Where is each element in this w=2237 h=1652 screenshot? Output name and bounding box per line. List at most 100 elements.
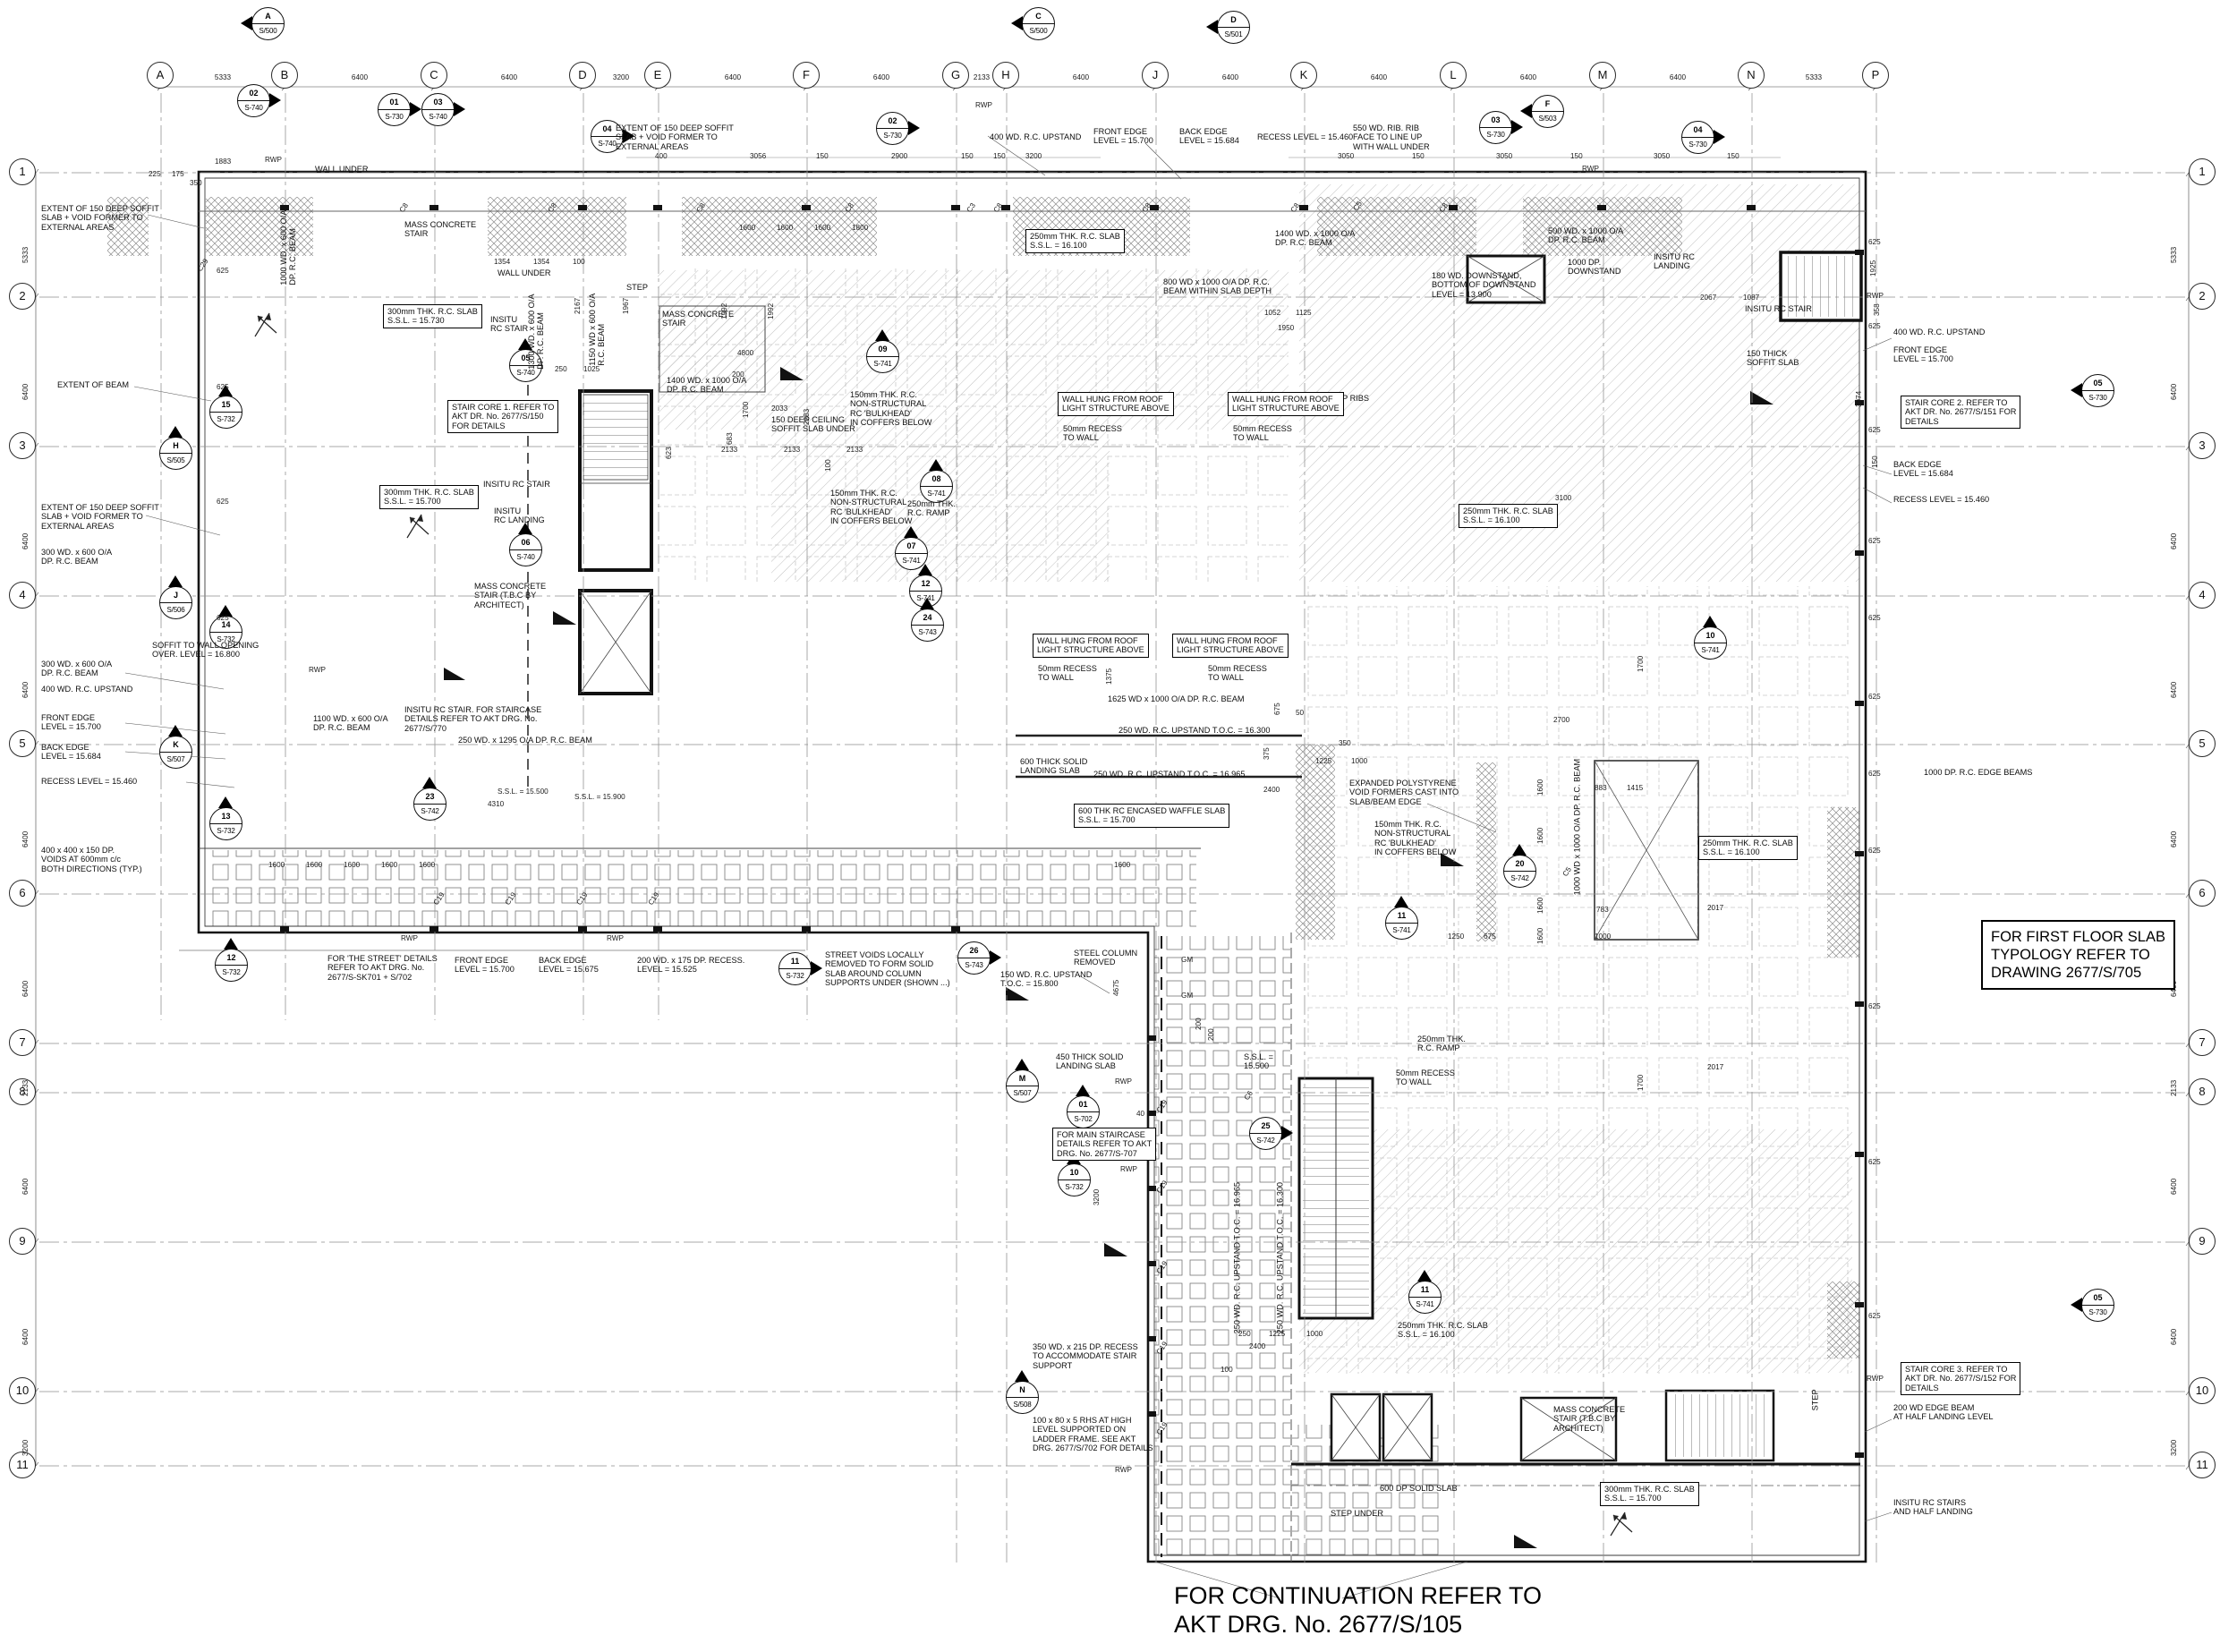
grid-dimension: 6400 <box>872 73 890 81</box>
marker-direction-triangle <box>904 526 918 538</box>
annotation: 100 x 80 x 5 RHS AT HIGH LEVEL SUPPORTED… <box>1033 1416 1153 1453</box>
grid-dimension: 6400 <box>21 830 30 847</box>
grid-bubble-row-left-8: 8 <box>9 1078 36 1105</box>
annotation: 150 THICK SOFFIT SLAB <box>1747 349 1799 368</box>
annotation: INSITU RC STAIRS AND HALF LANDING <box>1893 1498 1973 1517</box>
grid-bubble-row-right-7: 7 <box>2189 1029 2216 1056</box>
dimension-label: 625 <box>1868 770 1881 778</box>
annotation: 350 WD. x 215 DP. RECESS TO ACCOMMODATE … <box>1033 1342 1138 1370</box>
dimension-label: C8 <box>843 201 856 214</box>
dimension-label: RWP <box>309 666 326 674</box>
dimension-label: 1992 <box>720 302 728 319</box>
dimension-label: 4310 <box>488 800 505 808</box>
dimension-label: C8 <box>991 201 1005 214</box>
dimension-label: 1600 <box>1114 861 1131 869</box>
annotation: 250 WD. R.C. UPSTAND T.O.C. = 16.300 <box>1275 1181 1285 1334</box>
dimension-label: C8 <box>397 201 411 214</box>
dimension-label: GM <box>1181 956 1194 964</box>
annotation: WALL UNDER <box>498 268 551 277</box>
grid-bubble-row-left-10: 10 <box>9 1377 36 1404</box>
annotation: 50mm RECESS TO WALL <box>1396 1069 1455 1087</box>
dimension-label: 4800 <box>737 349 754 357</box>
dimension-label: 2133 <box>784 446 801 454</box>
dimension-label: 200 <box>1195 1018 1203 1030</box>
annotation: RECESS LEVEL = 15.460 <box>1893 495 1990 504</box>
dimension-label: RWP <box>1120 1165 1137 1173</box>
grid-dimension: 6400 <box>1519 73 1537 81</box>
annotation: 150 DEEP CEILING SOFFIT SLAB UNDER <box>771 415 855 434</box>
annotation: STEP <box>1810 1389 1820 1411</box>
grid-dimension: 5333 <box>21 246 30 263</box>
grid-dimension: 3200 <box>612 73 630 81</box>
grid-bubble-row-left-5: 5 <box>9 730 36 757</box>
annotation: 450 THICK SOLID LANDING SLAB <box>1056 1052 1124 1071</box>
dimension-label: 625 <box>1868 614 1881 622</box>
grid-dimension: 5333 <box>1805 73 1823 81</box>
annotation: FOR MAIN STAIRCASE DETAILS REFER TO AKT … <box>1052 1128 1157 1162</box>
grid-dimension: 6400 <box>21 1328 30 1345</box>
dimension-label: 40 <box>1136 1110 1145 1118</box>
grid-bubble-row-left-4: 4 <box>9 582 36 609</box>
grid-dimension: 2133 <box>2170 1079 2178 1096</box>
first-floor-typology-note: FOR FIRST FLOOR SLAB TYPOLOGY REFER TO D… <box>1981 920 2175 991</box>
dimension-label: 1883 <box>215 158 232 166</box>
grid-bubble-col-F: F <box>793 62 820 89</box>
dimension-label: RWP <box>1867 1375 1884 1383</box>
marker-direction-triangle <box>875 329 889 341</box>
annotation: MASS CONCRETE STAIR <box>662 310 735 328</box>
annotation: BACK EDGE LEVEL = 15.684 <box>1893 460 1953 479</box>
annotation: 1000 WD x 1000 O/A DP. R.C. BEAM <box>1572 758 1582 896</box>
marker-direction-triangle <box>218 796 233 808</box>
annotation: 250 WD. R.C. UPSTAND T.O.C. = 16.965 <box>1093 770 1246 779</box>
dimension-label: 100 <box>824 459 832 472</box>
grid-dimension: 6400 <box>1669 73 1687 81</box>
annotation: 250mm THK. R.C. SLAB S.S.L. = 16.100 <box>1398 1321 1488 1340</box>
dimension-label: 3056 <box>750 152 767 160</box>
annotation: 200 WD. x 175 DP. RECESS. LEVEL = 15.525 <box>637 956 745 975</box>
marker-direction-triangle <box>2071 1298 2082 1312</box>
dimension-label: 1087 <box>1743 294 1760 302</box>
dimension-label: 3050 <box>1654 152 1671 160</box>
dimension-label: 1700 <box>742 401 750 418</box>
annotation: STAIR CORE 1. REFER TO AKT DR. No. 2677/… <box>447 400 559 434</box>
annotation: 300 WD. x 600 O/A DP. R.C. BEAM <box>41 660 113 678</box>
marker-direction-triangle <box>518 523 532 534</box>
annotation: EXTENT OF 150 DEEP SOFFIT SLAB + VOID FO… <box>616 123 734 151</box>
continuation-note: FOR CONTINUATION REFER TO AKT DRG. No. 2… <box>1174 1582 1543 1638</box>
dimension-label: 350 <box>1339 739 1351 747</box>
grid-bubble-col-N: N <box>1738 62 1765 89</box>
marker-direction-triangle <box>241 16 252 30</box>
dimension-label: 1225 <box>1315 757 1332 765</box>
grid-bubble-col-A: A <box>147 62 174 89</box>
grid-bubble-row-left-3: 3 <box>9 432 36 459</box>
grid-bubble-row-left-1: 1 <box>9 158 36 185</box>
marker-direction-triangle <box>168 575 183 587</box>
marker-direction-triangle <box>1714 130 1725 144</box>
annotation: 1000 DP. DOWNSTAND <box>1568 258 1621 277</box>
marker-direction-triangle <box>1417 1270 1432 1282</box>
grid-dimension: 6400 <box>2170 1178 2178 1195</box>
annotation: RECESS LEVEL = 15.460 <box>1257 132 1354 141</box>
annotation: EXTENT OF 150 DEEP SOFFIT SLAB + VOID FO… <box>41 503 159 531</box>
dimension-label: 675 <box>1273 703 1281 715</box>
annotation: WALL HUNG FROM ROOF LIGHT STRUCTURE ABOV… <box>1033 634 1149 658</box>
step-indicators <box>444 367 1773 1548</box>
grid-bubble-col-E: E <box>644 62 671 89</box>
stair-and-lift-cores <box>578 251 1863 1462</box>
annotation: 400 WD. R.C. UPSTAND <box>990 132 1082 141</box>
annotation: MASS CONCRETE STAIR <box>404 220 477 239</box>
grid-bubble-row-right-11: 11 <box>2189 1452 2216 1478</box>
grid-dimension: 6400 <box>2170 532 2178 549</box>
dimension-label: C19 <box>646 890 661 907</box>
dimension-label: C19 <box>503 890 518 907</box>
annotation: INSITU RC STAIR <box>490 315 529 334</box>
